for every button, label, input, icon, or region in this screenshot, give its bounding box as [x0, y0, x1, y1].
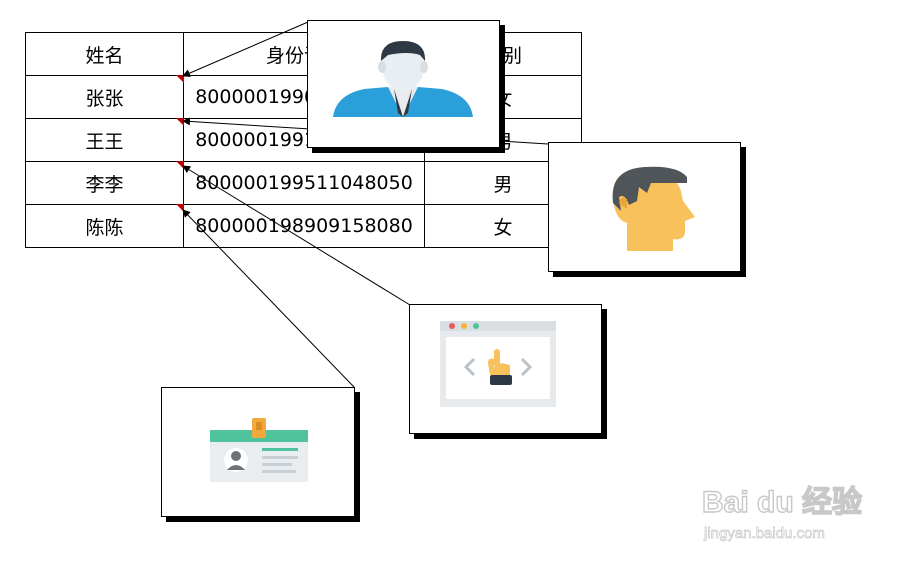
watermark-url: jingyan.baidu.com: [703, 525, 825, 542]
cell-name-text: 张张: [85, 87, 124, 110]
baidu-jingyan-watermark: Bai du 经验 jingyan.baidu.com: [700, 468, 870, 548]
comment-marker-icon[interactable]: [176, 75, 184, 83]
comment-box[interactable]: [161, 387, 355, 517]
id-card-icon: [210, 418, 308, 482]
baidu-paw-logo-icon: Bai du 经验 jingyan.baidu.com: [701, 484, 862, 542]
browser-hand-cursor-icon: [440, 321, 556, 407]
businessman-avatar-icon: [333, 41, 473, 117]
comment-marker-icon[interactable]: [176, 161, 184, 169]
comment-box[interactable]: [548, 142, 741, 272]
cell-name[interactable]: 李李: [25, 161, 184, 205]
comment-box[interactable]: [307, 20, 500, 148]
connector-line: [182, 209, 355, 388]
cell-name[interactable]: 王王: [25, 118, 184, 162]
header-cell-name[interactable]: 姓名: [25, 32, 184, 76]
cell-name-text: 陈陈: [85, 216, 124, 239]
cell-id[interactable]: 800000199511048050: [183, 161, 425, 205]
comment-marker-icon[interactable]: [176, 204, 184, 212]
watermark-brand: Bai du 经验: [702, 485, 862, 519]
connector-line: [182, 21, 309, 77]
cell-name[interactable]: 陈陈: [25, 204, 184, 248]
cell-name[interactable]: 张张: [25, 75, 184, 119]
comment-marker-icon[interactable]: [176, 118, 184, 126]
connector-line: [182, 165, 411, 306]
cell-name-text: 王王: [85, 130, 124, 153]
comment-box[interactable]: [409, 304, 602, 434]
man-profile-head-icon: [612, 166, 695, 251]
cell-name-text: 李李: [85, 173, 124, 196]
